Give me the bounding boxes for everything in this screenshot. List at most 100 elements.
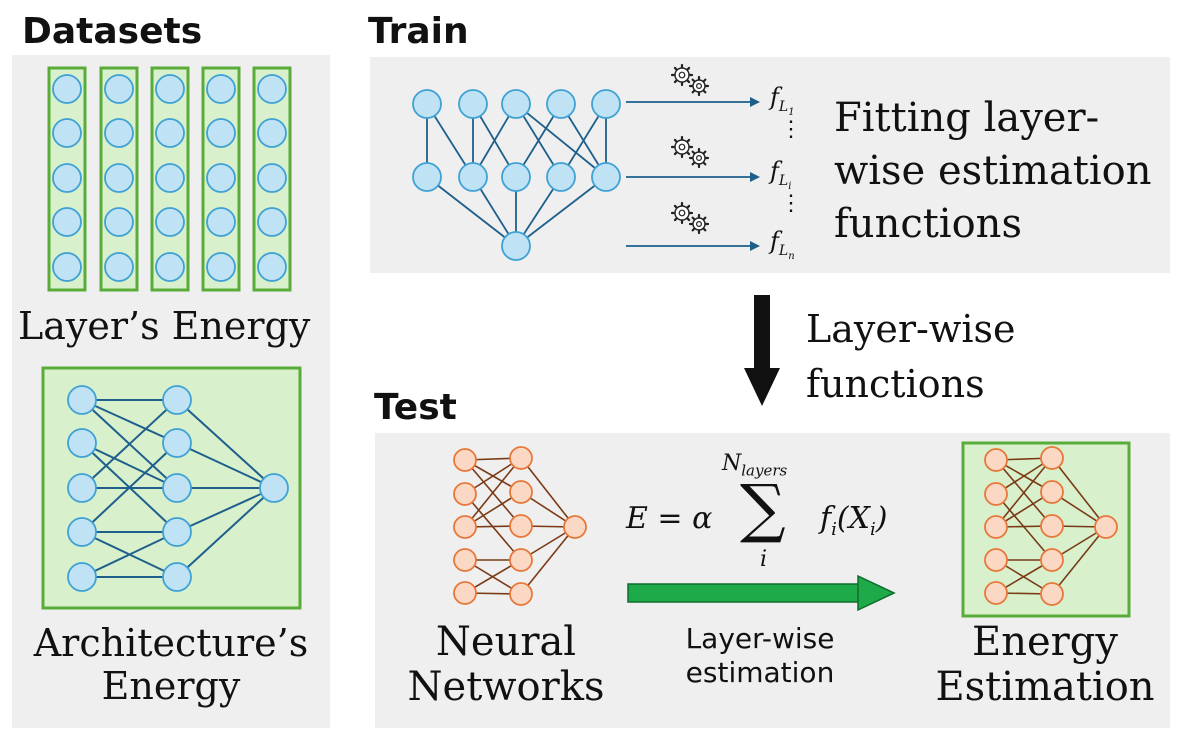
- network-edge: [515, 103, 607, 178]
- network-node: [984, 482, 1008, 506]
- train-function-arrows: [626, 97, 760, 251]
- vertical-dots: ⋮: [780, 117, 802, 142]
- gear-body: [692, 79, 706, 93]
- train-description-line1: Fitting layer-: [834, 95, 1100, 141]
- function-arrow-head: [750, 172, 760, 182]
- energy-estimation-caption: Energy Estimation: [930, 620, 1160, 710]
- function-label-i: fLi: [770, 157, 792, 192]
- network-node: [453, 581, 477, 605]
- network-node: [509, 582, 533, 606]
- neural-networks-caption-line2: Networks: [407, 663, 605, 710]
- network-edge: [81, 442, 178, 489]
- formula-sum-upper: Nlayers: [722, 451, 788, 480]
- network-edge: [176, 442, 275, 489]
- network-node: [206, 207, 236, 237]
- formula-sum-symbol: ∑: [740, 472, 786, 546]
- gear-body: [674, 139, 690, 155]
- network-node: [509, 548, 533, 572]
- network-node: [509, 514, 533, 538]
- network-edge: [1051, 526, 1107, 595]
- gear-hub: [696, 155, 703, 162]
- gear-body: [674, 67, 690, 83]
- network-node: [206, 74, 236, 104]
- neural-networks-caption-line1: Neural: [435, 619, 577, 665]
- network-node: [591, 89, 621, 119]
- network-node: [206, 252, 236, 282]
- architecture-energy-caption: Architecture’s Energy: [12, 622, 330, 707]
- layer-wise-estimation-label: Layer-wise estimation: [640, 622, 880, 690]
- pipeline-label-line2: functions: [806, 362, 985, 407]
- pipeline-down-arrow: [744, 295, 780, 406]
- gear-hub: [696, 221, 703, 228]
- layer-columns-diagram: [47, 66, 292, 292]
- network-node: [257, 118, 287, 148]
- function-label-1: fL1: [770, 83, 795, 118]
- network-node: [984, 581, 1008, 605]
- network-edge: [176, 487, 275, 533]
- network-node: [1040, 514, 1064, 538]
- network-edge: [81, 399, 178, 444]
- network-node: [984, 448, 1008, 472]
- network-node: [104, 252, 134, 282]
- network-node: [458, 89, 488, 119]
- network-node: [155, 252, 185, 282]
- network-node: [67, 562, 97, 592]
- network-edge: [520, 457, 576, 528]
- formula-sum-lower: i: [760, 547, 768, 572]
- network-node: [257, 252, 287, 282]
- network-edge: [1051, 457, 1107, 528]
- function-label-n: fLn: [770, 227, 795, 262]
- network-edge: [81, 399, 178, 489]
- pipeline-label-line1: Layer-wise: [806, 307, 1016, 351]
- train-network-diagram: [412, 89, 621, 261]
- energy-formula: E = α Nlayers ∑ i fi(Xi): [620, 451, 920, 582]
- layer-energy-caption: Layer’s Energy: [18, 304, 311, 348]
- network-node: [162, 473, 192, 503]
- architecture-network-diagram: [41, 366, 302, 610]
- train-description-line2: wise estimation: [834, 148, 1152, 195]
- network-node: [563, 515, 587, 539]
- network-node: [984, 548, 1008, 572]
- network-node: [162, 517, 192, 547]
- network-node: [1040, 582, 1064, 606]
- network-node: [546, 162, 576, 192]
- network-node: [104, 163, 134, 193]
- datasets-heading: Datasets: [22, 11, 203, 52]
- test-heading: Test: [374, 387, 457, 428]
- network-node: [412, 89, 442, 119]
- layer-wise-estimation-label-line2: estimation: [685, 656, 835, 690]
- network-node: [52, 74, 82, 104]
- network-edge: [426, 176, 517, 247]
- energy-estimation-caption-line2: Estimation: [935, 663, 1155, 710]
- network-node: [67, 428, 97, 458]
- neural-network-input-diagram: [453, 446, 587, 606]
- network-node: [206, 163, 236, 193]
- network-node: [67, 473, 97, 503]
- pipeline-label: Layer-wise functions: [806, 302, 1016, 412]
- network-node: [52, 207, 82, 237]
- network-node: [259, 473, 289, 503]
- network-node: [1040, 480, 1064, 504]
- network-node: [501, 89, 531, 119]
- network-node: [155, 74, 185, 104]
- function-arrow-head: [750, 241, 760, 251]
- network-node: [162, 385, 192, 415]
- gear-body: [692, 217, 706, 231]
- layer-wise-estimation-arrow: [627, 574, 896, 612]
- network-node: [155, 207, 185, 237]
- network-node: [52, 252, 82, 282]
- network-node: [984, 515, 1008, 539]
- gear-hub: [696, 83, 703, 90]
- gears-icon: [668, 134, 718, 174]
- network-edge: [176, 399, 275, 489]
- layer-wise-estimation-label-line1: Layer-wise: [685, 622, 835, 655]
- network-node: [206, 118, 236, 148]
- architecture-energy-caption-line2: Energy: [101, 663, 241, 708]
- network-node: [501, 162, 531, 192]
- network-node: [453, 482, 477, 506]
- network-node: [458, 162, 488, 192]
- vertical-dots: ⋮: [780, 191, 802, 216]
- train-description: Fitting layer- wise estimation functions: [834, 92, 1152, 252]
- train-heading: Train: [368, 11, 469, 52]
- network-edge: [464, 457, 522, 528]
